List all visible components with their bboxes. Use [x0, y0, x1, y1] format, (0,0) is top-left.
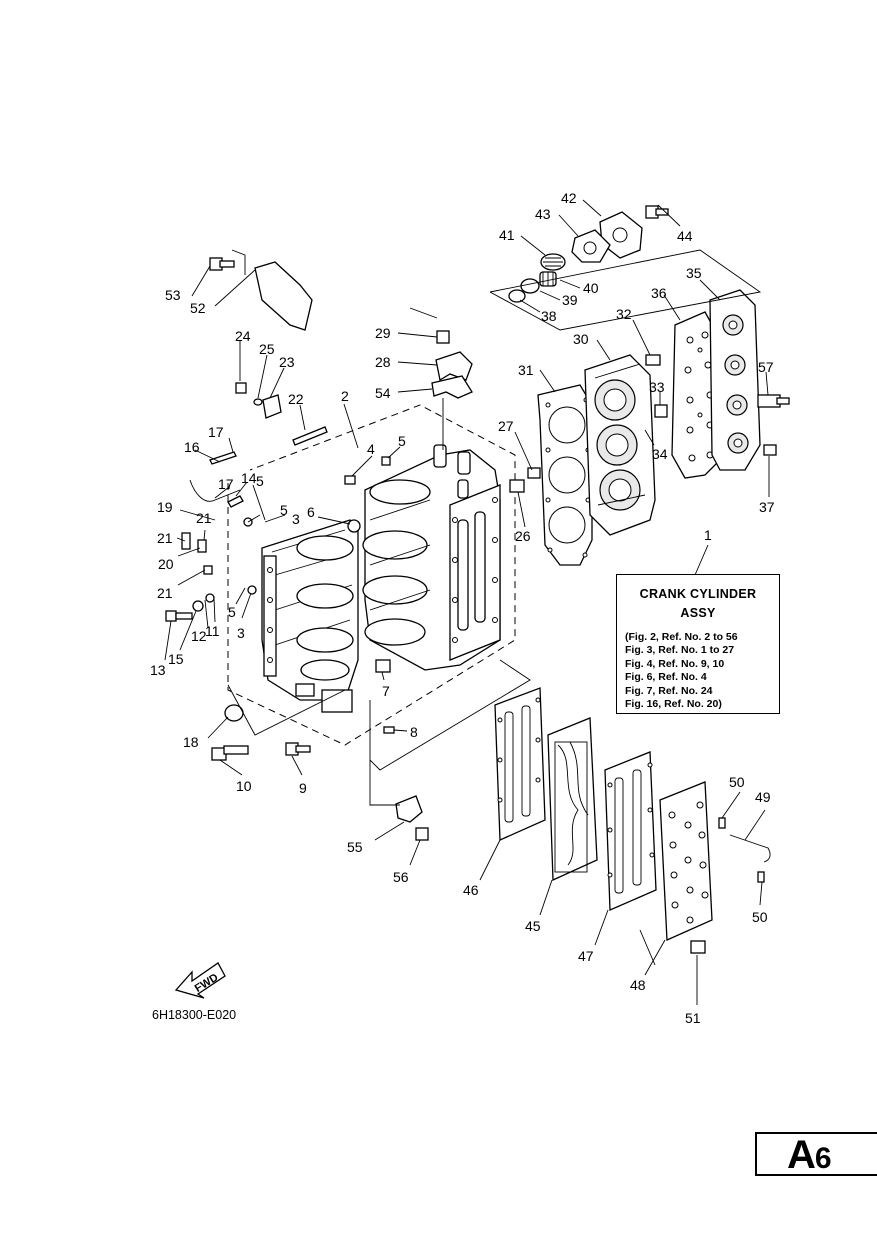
- exhaust-outer-cover-part: [659, 781, 713, 941]
- callout-48: 48: [630, 977, 646, 993]
- cylinder-gasket-part: [537, 384, 593, 566]
- callout-35: 35: [686, 265, 702, 281]
- callout-56: 56: [393, 869, 409, 885]
- cylinder-head-part: [584, 354, 656, 536]
- thermostat-group-outline: [489, 249, 762, 331]
- legend-title-line2: ASSY: [680, 606, 716, 620]
- callout-2: 2: [341, 388, 349, 404]
- callout-14: 14: [241, 470, 257, 486]
- exhaust-inner-gasket-part: [494, 687, 546, 841]
- page-badge-label: A6: [787, 1132, 832, 1182]
- legend-ref: Fig. 16, Ref. No. 20): [625, 698, 722, 711]
- legend-ref: Fig. 7, Ref. No. 24: [625, 684, 713, 697]
- page-badge-letter: A: [787, 1133, 816, 1177]
- callout-5a: 5: [398, 433, 406, 449]
- callout-8: 8: [410, 724, 418, 740]
- assembly-legend-box: CRANK CYLINDER ASSY (Fig. 2, Ref. No. 2 …: [616, 574, 780, 714]
- callout-3b: 3: [237, 625, 245, 641]
- callout-52: 52: [190, 300, 206, 316]
- callout-12: 12: [191, 628, 207, 644]
- callout-21a: 21: [196, 510, 212, 526]
- legend-title: CRANK CYLINDER ASSY: [617, 585, 779, 623]
- callout-24: 24: [235, 328, 251, 344]
- callout-49: 49: [755, 789, 771, 805]
- callout-7: 7: [382, 683, 390, 699]
- drawing-code: 6H18300-E020: [152, 1008, 237, 1022]
- legend-ref: Fig. 4, Ref. No. 9, 10: [625, 657, 725, 670]
- legend-ref: (Fig. 2, Ref. No. 2 to 56: [625, 631, 738, 643]
- exhaust-outer-gasket-part: [604, 751, 657, 911]
- callout-13: 13: [150, 662, 166, 678]
- callout-41: 41: [499, 227, 515, 243]
- callout-23: 23: [279, 354, 295, 370]
- callout-labels: 1 2 3 3 4 5 5 5 5 6 7 8 9 10 11 12 13 14…: [150, 190, 775, 1026]
- callout-15: 15: [168, 651, 184, 667]
- callout-18: 18: [183, 734, 199, 750]
- callout-6: 6: [307, 504, 315, 520]
- callout-21c: 21: [157, 585, 173, 601]
- callout-54: 54: [375, 385, 391, 401]
- callout-11: 11: [205, 623, 220, 639]
- callout-38: 38: [541, 308, 557, 324]
- callout-50b: 50: [752, 909, 768, 925]
- legend-ref: Fig. 3, Ref. No. 1 to 27: [625, 644, 735, 657]
- callout-57: 57: [758, 359, 774, 375]
- legend-reference-list: (Fig. 2, Ref. No. 2 to 56 Fig. 3, Ref. N…: [617, 631, 779, 711]
- callout-47: 47: [578, 948, 594, 964]
- cylinder-block-part: [362, 444, 501, 671]
- callout-1: 1: [704, 527, 712, 543]
- callout-29: 29: [375, 325, 391, 341]
- page-badge-number: 6: [814, 1142, 832, 1175]
- callout-5b: 5: [256, 473, 264, 489]
- callout-22: 22: [288, 391, 304, 407]
- callout-16: 16: [184, 439, 200, 455]
- crankcase-part: [261, 519, 359, 713]
- callout-39: 39: [562, 292, 578, 308]
- callout-27: 27: [498, 418, 514, 434]
- legend-title-line1: CRANK CYLINDER: [639, 587, 757, 601]
- head-cover-gasket-part: [671, 311, 721, 479]
- hardware-parts: [165, 249, 790, 954]
- legend-ref: Fig. 6, Ref. No. 4: [625, 671, 707, 684]
- callout-28: 28: [375, 354, 391, 370]
- callout-44: 44: [677, 228, 693, 244]
- callout-17a: 17: [208, 424, 224, 440]
- callout-25: 25: [259, 341, 275, 357]
- callout-53: 53: [165, 287, 181, 303]
- head-cover-part: [709, 289, 761, 471]
- fwd-arrow-icon: FWD: [174, 962, 226, 999]
- page-badge: A6: [755, 1132, 877, 1177]
- exhaust-inner-cover-part: [547, 717, 598, 881]
- callout-19: 19: [157, 499, 173, 515]
- callout-3a: 3: [292, 511, 300, 527]
- callout-9: 9: [299, 780, 307, 796]
- assembly-boundary-dashed: [227, 404, 516, 746]
- callout-37: 37: [759, 499, 775, 515]
- callout-40: 40: [583, 280, 599, 296]
- leader-lines: [164, 199, 770, 1005]
- callout-33: 33: [649, 379, 665, 395]
- callout-51: 51: [685, 1010, 701, 1026]
- callout-17b: 17: [218, 476, 234, 492]
- callout-50a: 50: [729, 774, 745, 790]
- callout-32: 32: [616, 306, 632, 322]
- callout-4: 4: [367, 441, 375, 457]
- callout-30: 30: [573, 331, 589, 347]
- callout-43: 43: [535, 206, 551, 222]
- callout-45: 45: [525, 918, 541, 934]
- callout-21b: 21: [157, 530, 173, 546]
- callout-34: 34: [652, 446, 668, 462]
- callout-36: 36: [651, 285, 667, 301]
- callout-42: 42: [561, 190, 577, 206]
- callout-5d: 5: [228, 604, 236, 620]
- callout-5c: 5: [280, 502, 288, 518]
- callout-55: 55: [347, 839, 363, 855]
- callout-46: 46: [463, 882, 479, 898]
- callout-31: 31: [518, 362, 534, 378]
- callout-26: 26: [515, 528, 531, 544]
- callout-20: 20: [158, 556, 174, 572]
- callout-10: 10: [236, 778, 252, 794]
